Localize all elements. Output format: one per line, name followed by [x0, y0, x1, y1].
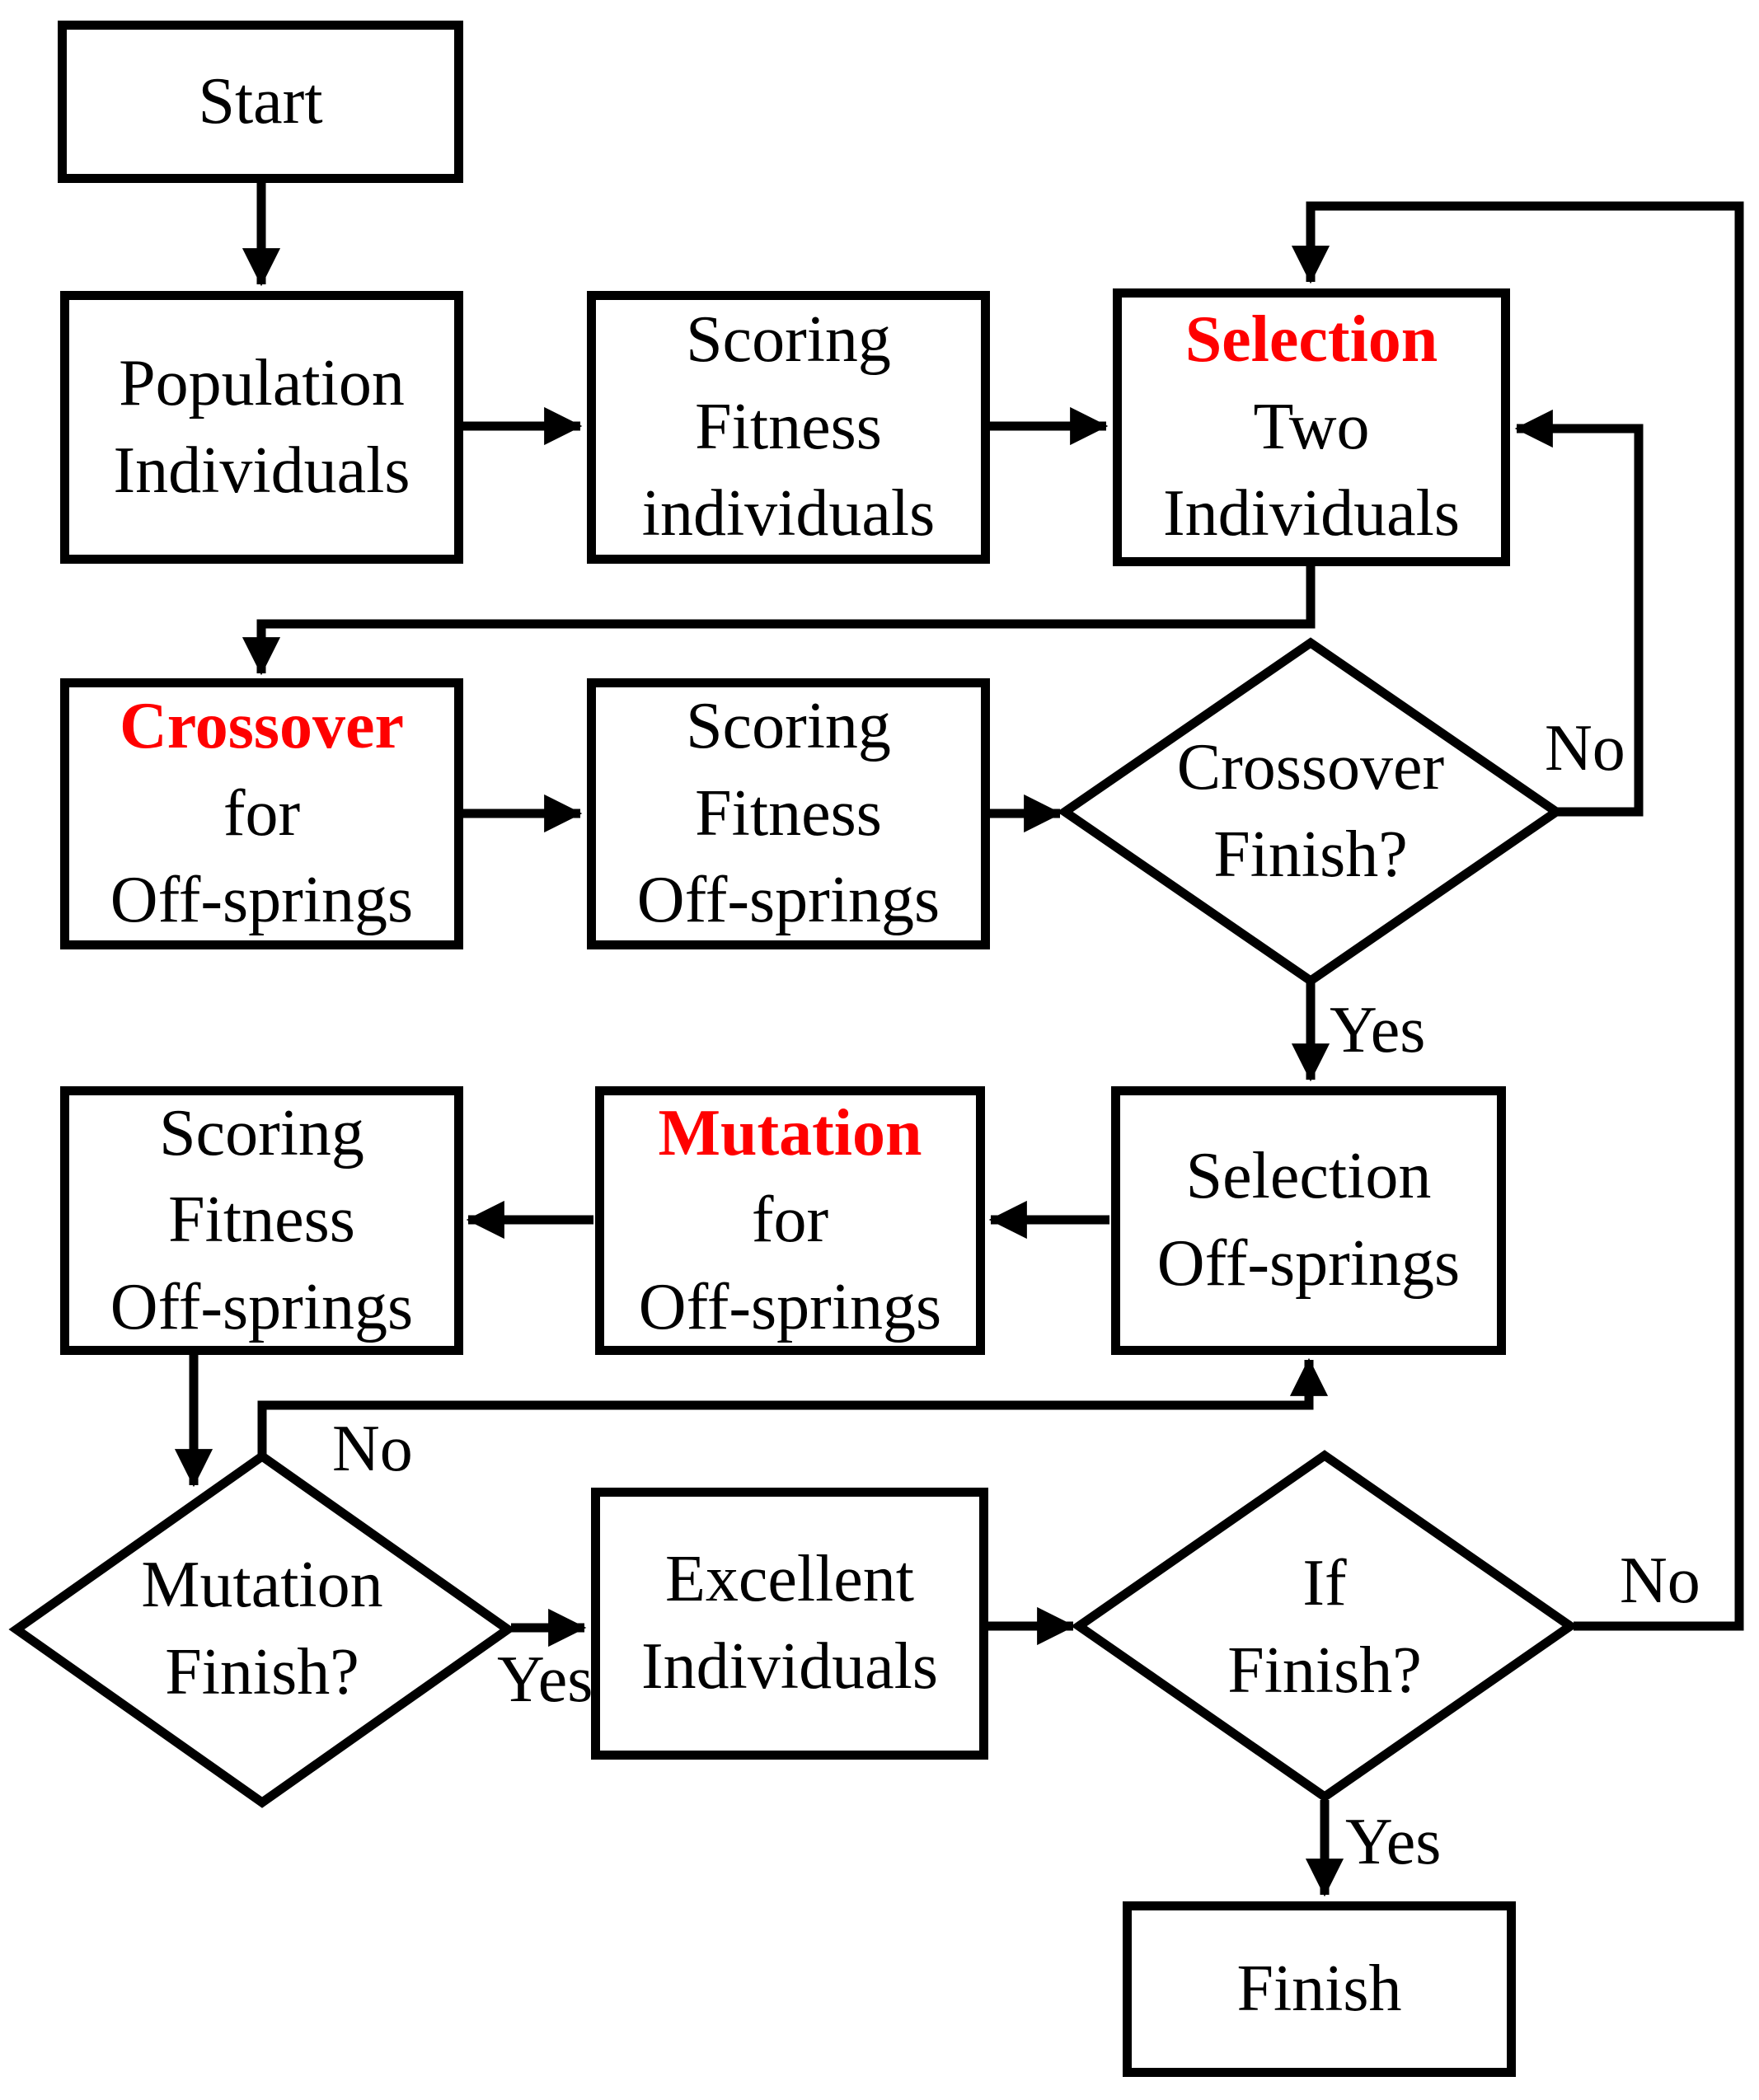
finish-box: Finish — [1123, 1901, 1516, 2077]
node-line: Finish — [1236, 1952, 1402, 2025]
node-line: Selection — [1185, 1140, 1432, 1213]
node-line: Off-springs — [110, 864, 414, 937]
mutation-finish-label: Mutation Finish? — [97, 1535, 427, 1724]
node-line: Off-springs — [110, 1270, 414, 1343]
node-line: for — [223, 776, 301, 850]
crossover-finish-no-label: No — [1545, 712, 1625, 785]
node-line: individuals — [641, 477, 936, 551]
node-line: Scoring — [686, 303, 891, 377]
node-line: Fitness — [695, 776, 882, 850]
scoring-fitness-offsprings-upper-box: Scoring Fitness Off-springs — [587, 678, 990, 949]
node-line-highlight: Selection — [1184, 303, 1438, 377]
start-box: Start — [58, 21, 463, 183]
population-individuals-box: Population Individuals — [60, 291, 463, 564]
scoring-fitness-offsprings-lower-box: Scoring Fitness Off-springs — [60, 1086, 463, 1355]
arrow-crossover-finish-no-loop — [1514, 409, 1644, 817]
node-line: Start — [198, 64, 323, 138]
node-line: Off-springs — [1156, 1227, 1461, 1300]
node-line-highlight: Crossover — [119, 690, 405, 763]
node-line: Finish? — [1227, 1634, 1422, 1707]
node-line: Off-springs — [638, 1270, 942, 1343]
node-line: Individuals — [641, 1630, 938, 1703]
if-finish-yes-label: Yes — [1345, 1806, 1442, 1878]
node-line: for — [751, 1184, 829, 1257]
node-line: Finish? — [165, 1636, 359, 1709]
node-line: Individuals — [1163, 477, 1460, 551]
node-line: Individuals — [113, 434, 410, 507]
if-finish-diamond — [1071, 1450, 1578, 1802]
node-line: Off-springs — [636, 864, 940, 937]
node-line: Scoring — [686, 690, 891, 763]
crossover-finish-yes-label: Yes — [1330, 994, 1426, 1066]
crossover-for-offsprings-box: Crossover for Off-springs — [60, 678, 463, 949]
node-line: Two — [1253, 390, 1370, 463]
arrow-if-finish-no-loop — [1291, 201, 1744, 1631]
arrow-mutation-finish-no-loop — [257, 1357, 1329, 1455]
mutation-for-offsprings-box: Mutation for Off-springs — [595, 1086, 985, 1355]
node-line: Population — [119, 346, 405, 420]
node-line: Fitness — [168, 1184, 355, 1257]
node-line: Fitness — [695, 390, 882, 463]
selection-offsprings-box: Selection Off-springs — [1111, 1086, 1506, 1355]
node-line: Crossover — [1176, 731, 1445, 804]
crossover-finish-label: Crossover Finish? — [1146, 717, 1475, 907]
node-line: Mutation — [141, 1549, 383, 1622]
mutation-finish-yes-label: Yes — [497, 1643, 593, 1716]
scoring-fitness-individuals-box: Scoring Fitness individuals — [587, 291, 990, 564]
node-line: Finish? — [1213, 818, 1408, 891]
node-line: Scoring — [159, 1096, 364, 1170]
arrow-selection-to-crossover — [242, 566, 1316, 676]
mutation-finish-diamond — [8, 1451, 516, 1808]
if-finish-label: If Finish? — [1160, 1533, 1489, 1723]
node-line: Excellent — [664, 1543, 915, 1616]
mutation-finish-no-label: No — [332, 1413, 413, 1485]
selection-two-individuals-box: Selection Two Individuals — [1113, 288, 1510, 566]
crossover-finish-diamond — [1057, 637, 1564, 987]
excellent-individuals-box: Excellent Individuals — [591, 1488, 988, 1760]
if-finish-no-label: No — [1620, 1545, 1700, 1617]
node-line-highlight: Mutation — [658, 1096, 922, 1170]
node-line: If — [1302, 1547, 1347, 1620]
